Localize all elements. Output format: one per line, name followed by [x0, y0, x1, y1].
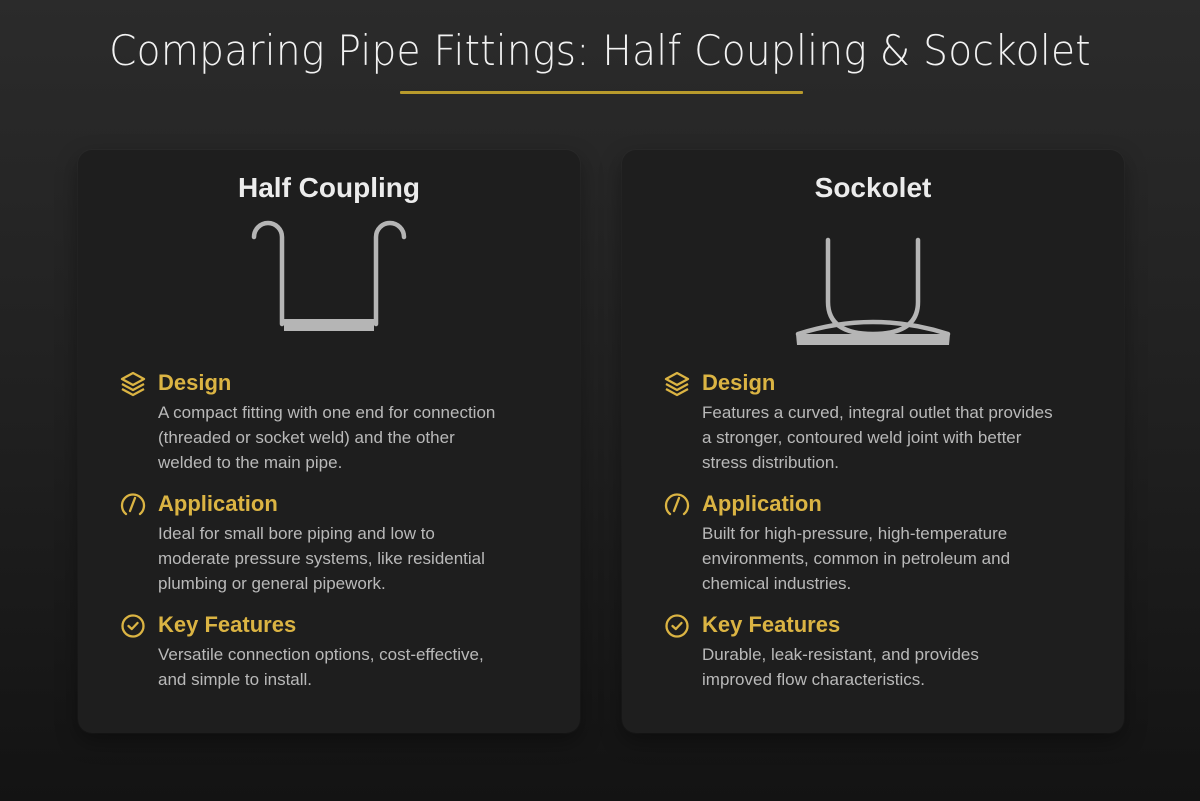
section-application: Application Ideal for small bore piping …	[118, 489, 558, 596]
section-label: Application	[158, 491, 278, 516]
desc-line: Durable, leak-resistant, and provides	[702, 645, 979, 664]
desc-line: environments, common in petroleum and	[702, 549, 1011, 568]
section-description: Durable, leak-resistant, and provides im…	[702, 642, 1102, 692]
desc-line: Versatile connection options, cost-effec…	[158, 645, 484, 664]
desc-line: and simple to install.	[158, 670, 313, 689]
section-description: Ideal for small bore piping and low to m…	[158, 521, 558, 596]
desc-line: welded to the main pipe.	[158, 453, 343, 472]
section-description: A compact fitting with one end for conne…	[158, 400, 558, 475]
desc-line: a stronger, contoured weld joint with be…	[702, 428, 1022, 447]
section-design: Design Features a curved, integral outle…	[662, 368, 1102, 475]
card-title: Half Coupling	[238, 172, 420, 203]
section-description: Built for high-pressure, high-temperatur…	[702, 521, 1102, 596]
title-underline	[400, 91, 803, 94]
gauge-icon	[118, 489, 148, 519]
section-label: Key Features	[702, 612, 841, 637]
gauge-icon	[662, 489, 692, 519]
desc-line: A compact fitting with one end for conne…	[158, 403, 496, 422]
card-title: Sockolet	[814, 172, 932, 203]
desc-line: improved flow characteristics.	[702, 670, 925, 689]
desc-line: moderate pressure systems, like resident…	[158, 549, 485, 568]
section-label: Design	[158, 370, 232, 395]
desc-line: Built for high-pressure, high-temperatur…	[702, 524, 1008, 543]
layers-icon	[662, 368, 692, 398]
page-title: Comparing Pipe Fittings: Half Coupling &…	[109, 26, 1091, 75]
section-application: Application Built for high-pressure, hig…	[662, 489, 1102, 596]
card-sockolet: Sockolet Design Features a curved, integ…	[622, 150, 1124, 733]
section-key-features: Key Features Versatile connection option…	[118, 610, 558, 692]
desc-line: Ideal for small bore piping and low to	[158, 524, 435, 543]
desc-line: stress distribution.	[702, 453, 839, 472]
section-description: Versatile connection options, cost-effec…	[158, 642, 558, 692]
desc-line: plumbing or general pipework.	[158, 574, 386, 593]
section-description: Features a curved, integral outlet that …	[702, 400, 1102, 475]
section-design: Design A compact fitting with one end fo…	[118, 368, 558, 475]
desc-line: chemical industries.	[702, 574, 852, 593]
section-label: Application	[702, 491, 822, 516]
section-key-features: Key Features Durable, leak-resistant, an…	[662, 610, 1102, 692]
desc-line: (threaded or socket weld) and the other	[158, 428, 455, 447]
half-coupling-diagram-icon	[251, 220, 407, 331]
layers-icon	[118, 368, 148, 398]
check-circle-icon	[118, 610, 148, 640]
section-label: Design	[702, 370, 776, 395]
sockolet-diagram-icon	[795, 237, 951, 345]
card-half-coupling: Half Coupling Design A compact fitting w…	[78, 150, 580, 733]
check-circle-icon	[662, 610, 692, 640]
desc-line: Features a curved, integral outlet that …	[702, 403, 1053, 422]
section-label: Key Features	[158, 612, 297, 637]
